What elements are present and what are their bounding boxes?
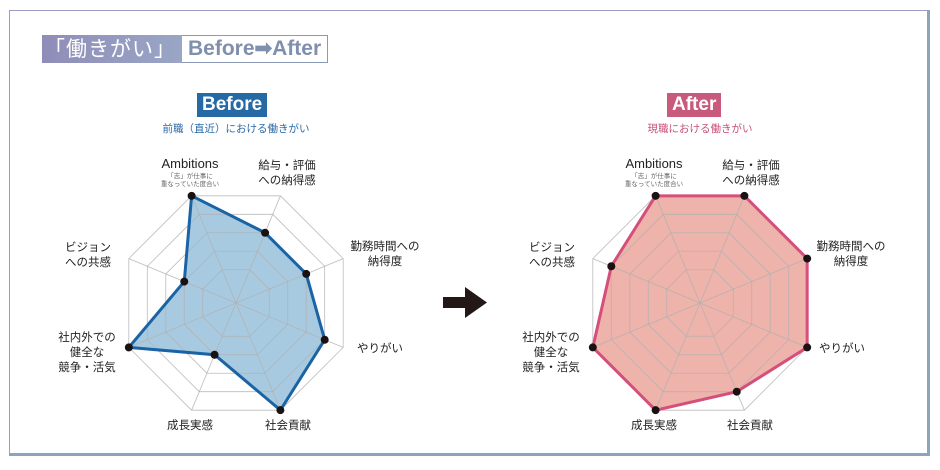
- before-label-ambitions: Ambitions 「志」が仕事に 重なっていた度合い: [160, 156, 220, 188]
- after-label-social: 社会貢献: [727, 418, 773, 432]
- after-label-competition: 社内外での健全な競争・活気: [522, 330, 580, 374]
- right-arrow-icon: [443, 287, 487, 318]
- after-label-salary: 給与・評価への納得感: [722, 158, 780, 187]
- title-en: Before➡After: [182, 35, 329, 63]
- after-label-rewarding: やりがい: [819, 341, 865, 355]
- before-label-vision: ビジョンへの共感: [65, 240, 111, 269]
- after-radar: [588, 191, 812, 415]
- title-jp: 「働きがい」: [42, 35, 182, 63]
- before-label-social: 社会貢献: [265, 418, 311, 432]
- outer-frame: [9, 10, 930, 456]
- page-title: 「働きがい」 Before➡After: [42, 35, 329, 63]
- after-badge: After: [667, 93, 722, 117]
- after-label-growth: 成長実感: [631, 418, 677, 432]
- before-label-rewarding: やりがい: [357, 341, 403, 355]
- before-label-competition: 社内外での健全な競争・活気: [58, 330, 116, 374]
- before-label-hours: 勤務時間への納得度: [350, 239, 420, 268]
- before-subtitle: 前職（直近）における働きがい: [162, 123, 310, 135]
- before-radar: [124, 191, 344, 415]
- before-label-salary: 給与・評価への納得感: [258, 158, 316, 187]
- after-label-vision: ビジョンへの共感: [529, 240, 575, 269]
- after-subtitle: 現職における働きがい: [647, 123, 753, 135]
- after-label-hours: 勤務時間への納得度: [816, 239, 886, 268]
- before-badge: Before: [197, 93, 268, 117]
- before-label-growth: 成長実感: [167, 418, 213, 432]
- after-label-ambitions: Ambitions 「志」が仕事に 重なっていた度合い: [624, 156, 684, 188]
